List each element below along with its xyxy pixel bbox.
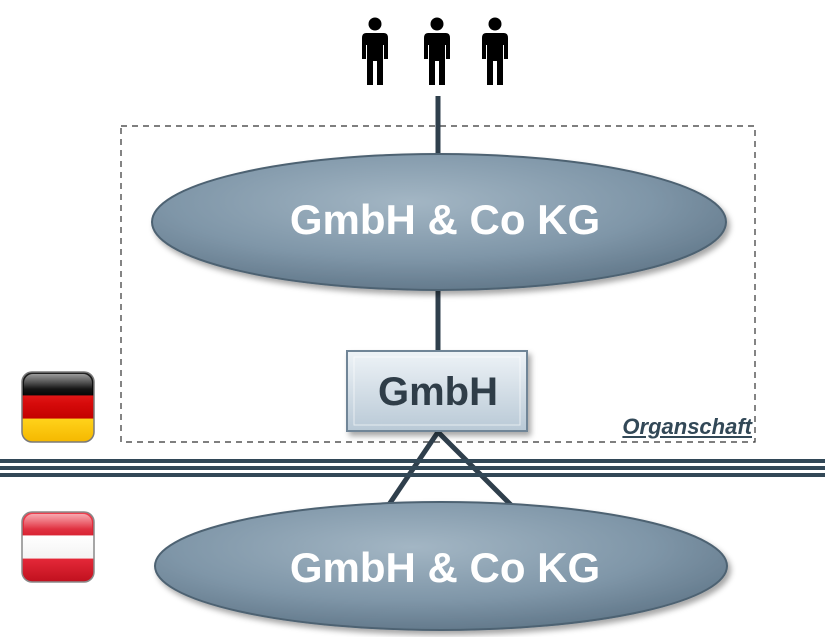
bottom-entity-shape <box>154 501 728 631</box>
person-icon <box>362 17 388 85</box>
organschaft-boundary <box>120 125 756 443</box>
bottom-entity-label: GmbH & Co KG <box>289 544 601 591</box>
person-icon <box>424 17 450 85</box>
middle-entity-shape <box>346 350 528 432</box>
germany-flag-icon <box>21 371 95 443</box>
border-line <box>0 459 825 477</box>
organschaft-label: Organschaft <box>622 414 752 439</box>
top-entity-shape <box>151 153 727 291</box>
middle-entity-label: GmbH <box>378 369 498 414</box>
person-icon <box>482 17 508 85</box>
shareholders-group <box>362 17 508 85</box>
austria-flag-icon <box>21 511 95 583</box>
top-entity-label: GmbH & Co KG <box>289 196 601 243</box>
